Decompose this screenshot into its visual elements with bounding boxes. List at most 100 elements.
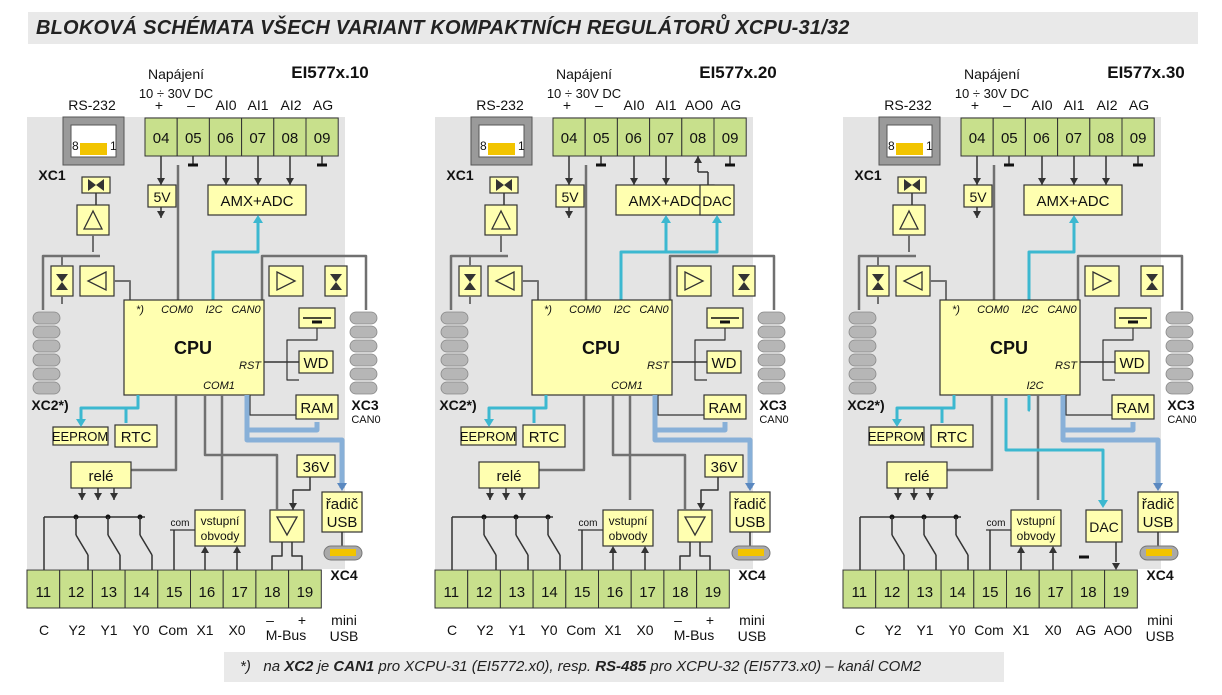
xc3-can0-label: CAN0 [1167,414,1196,426]
eeprom-bus [487,395,548,425]
top-terminal-number: 05 [593,130,610,147]
arrow-head [565,178,573,185]
bottom-terminal-number: 16 [199,584,216,601]
pin-1-label: 1 [110,139,117,153]
top-terminal-label: AG [1129,97,1149,113]
mini-label: mini [331,612,357,628]
wire [515,534,529,556]
bottom-terminal [26,569,61,609]
bottom-terminal-number: 18 [1080,584,1097,601]
usb-controller [1137,491,1179,533]
bottom-terminal [434,569,469,609]
i2c-down [1027,395,1031,412]
eeprom-label: EEPROM [460,429,516,444]
bottom-terminal-number: 13 [916,584,933,601]
mbus-minus: – [674,612,682,628]
arrow-head [1102,178,1110,185]
bottom-terminal [842,569,877,609]
five-v-label: 5V [969,189,987,205]
bottom-terminal [1071,569,1106,609]
v36-block [704,454,744,478]
top-terminal-number: 04 [561,130,578,147]
pin-1-label: 1 [518,139,525,153]
bottom-terminal [222,569,257,609]
xc2-pin [32,353,61,367]
mbus-label: M-Bus [674,627,714,643]
xc2-wire [41,254,100,310]
bottom-terminal-number: 14 [541,584,558,601]
xc1-label: XC1 [446,167,473,183]
usb-label: USB [738,628,767,644]
wire [923,534,937,556]
dac-bus [1004,398,1105,505]
cpu-com0-label: COM0 [161,304,194,316]
ram-block [295,394,339,420]
power-label: Napájení [964,66,1020,82]
xc2-label: XC2*) [439,397,476,413]
rele-block [478,461,540,489]
xc2-pin [440,353,469,367]
bottom-terminal-label: Com [158,622,188,638]
top-terminal [681,117,715,157]
arrow-head [1070,178,1078,185]
arrow-head [157,178,165,185]
amx-adc-label: AMX+ADC [221,193,294,210]
cpu-i2c-label: I2C [1021,304,1038,316]
arrow-head [1038,178,1046,185]
bottom-terminal-label: C [855,622,865,638]
diode-arrow [912,179,920,191]
eeprom-block [52,426,109,446]
com-small-label: com [579,518,598,529]
cpu-label: CPU [990,338,1028,358]
top-terminal-number: 08 [690,130,707,147]
bottom-terminal-label: Com [974,622,1004,638]
cpu-i2c-label: I2C [613,304,630,316]
rele-label: relé [904,468,929,485]
bottom-terminal [973,569,1008,609]
driver-triangle [683,516,707,537]
mbus-wire [291,542,303,570]
obvody-label: obvody [609,529,648,543]
top-terminal [1024,117,1059,157]
ram-wire [249,395,296,416]
bottom-terminal-number: 18 [264,584,281,601]
footnote-text-2: je [313,658,334,675]
bottom-terminal-number: 13 [100,584,117,601]
eeprom-bus [895,395,956,425]
ram-label: RAM [1116,400,1149,417]
amx-adc-label: AMX+ADC [629,193,702,210]
model-label: EI577x.30 [1107,63,1185,82]
plus-label: + [155,97,163,113]
arrow-head [973,211,981,218]
amx-adc-block [615,184,715,216]
cpu-can0-label: CAN0 [1047,304,1077,316]
xc3-label: XC3 [351,397,378,413]
cpu-com0-label: COM0 [977,304,1010,316]
i2c-bus [619,218,668,300]
bottom-terminal-number: 19 [297,584,314,601]
bottom-terminal [1104,569,1138,609]
xc3-wire [1076,254,1184,310]
radic-label: řadič [326,496,359,513]
footnote-text-4: pro XCPU-32 (EI5773.x0) – kanál COM2 [646,658,922,675]
driver-triangle [684,270,705,292]
bottom-terminal-label-ao0: AO0 [1104,622,1132,638]
bottom-terminal [499,569,534,609]
rele-block [886,461,948,489]
com-small-label: com [987,518,1006,529]
bottom-terminal [630,569,665,609]
can-driver-left [79,265,115,297]
voltage-label: 10 ÷ 30V DC [547,86,621,101]
arrow-head [609,546,617,553]
cpu-bottom-label: COM1 [203,380,235,392]
xc3-pin [1165,325,1194,339]
top-terminal-label: AI1 [1063,97,1084,113]
diode-arrow [738,282,750,290]
diode-arrow [56,274,68,282]
pin-8-label: 8 [72,139,79,153]
cpu-i2c-label: I2C [205,304,222,316]
v36-label: 36V [711,459,738,476]
bottom-terminal-label: Y0 [540,622,557,638]
diode-arrow [464,274,476,282]
top-terminal-label: AG [721,97,741,113]
